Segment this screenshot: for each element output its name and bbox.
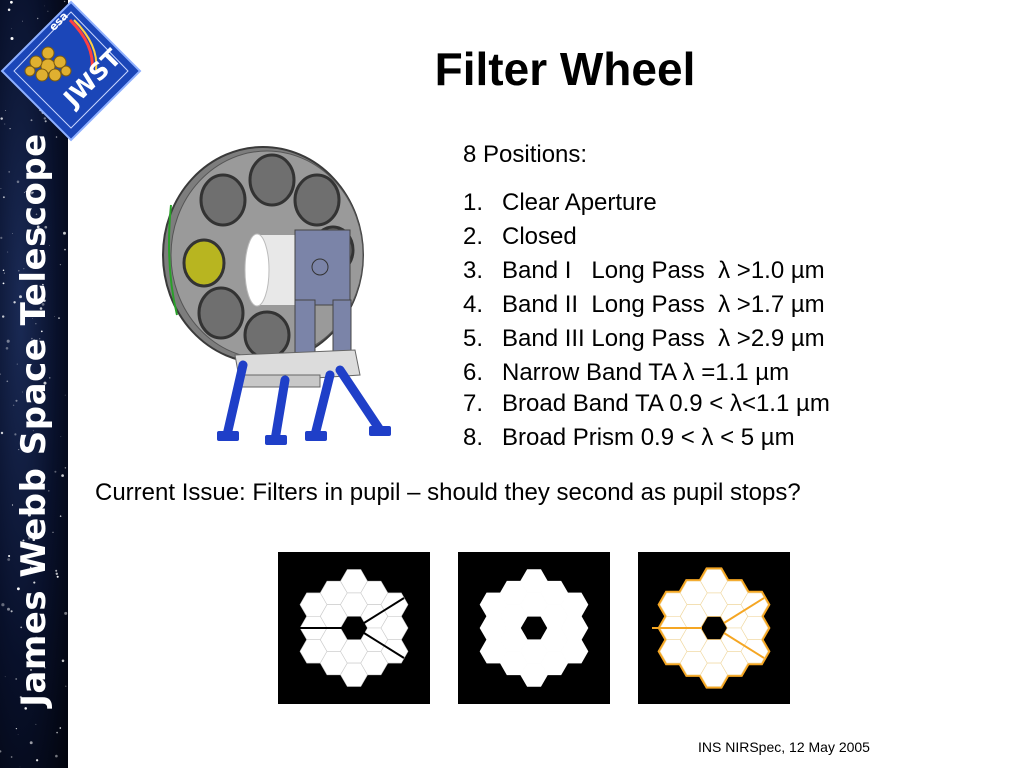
item-number: 5. — [463, 325, 484, 352]
list-item: 7. Broad Band TA 0.9 < λ<1.1 µm — [463, 387, 830, 421]
sidebar-banner: James Webb Space Telescope — [0, 0, 68, 768]
item-number: 8. — [463, 424, 484, 451]
item-number: 4. — [463, 291, 484, 318]
filter-gold-aperture — [182, 238, 226, 288]
positions-items: 1. Clear Aperture 2. Closed 3. Band I Long … — [463, 186, 830, 455]
item-number: 1. — [463, 189, 484, 216]
item-text: Clear Aperture — [502, 189, 657, 216]
list-item: 2. Closed — [463, 220, 830, 254]
pupil-solid-diagram — [458, 552, 610, 704]
slide-title: Filter Wheel — [434, 43, 696, 95]
starfield-background — [0, 0, 68, 768]
item-number: 2. — [463, 223, 484, 250]
item-number: 7. — [463, 390, 484, 417]
jwst-logo: esa JWST — [0, 0, 142, 142]
footer-text: INS NIRSpec, 12 May 2005 — [698, 739, 870, 755]
positions-heading: 8 Positions: — [463, 141, 588, 168]
positions-list: 8 Positions: 1. Clear Aperture 2. Closed 3… — [463, 138, 830, 455]
item-text: Broad Band TA 0.9 < λ<1.1 µm — [502, 390, 830, 417]
item-text: Closed — [502, 223, 577, 250]
item-text: Broad Prism 0.9 < λ < 5 µm — [502, 424, 795, 451]
item-text: Band I Long Pass λ >1.0 µm — [502, 257, 825, 284]
item-number: 6. — [463, 359, 484, 386]
filter-wheel-illustration — [162, 146, 391, 445]
current-issue-text: Current Issue: Filters in pupil – should… — [95, 479, 801, 506]
list-item: 3. Band I Long Pass λ >1.0 µm — [463, 254, 830, 288]
item-text: Band II Long Pass λ >1.7 µm — [502, 291, 825, 318]
item-number: 3. — [463, 257, 484, 284]
list-item: 6. Narrow Band TA λ =1.1 µm — [463, 356, 830, 387]
list-item: 5. Band III Long Pass λ >2.9 µm — [463, 322, 830, 356]
pupil-overlay-diagram — [638, 552, 790, 704]
list-item: 1. Clear Aperture — [463, 186, 830, 220]
pupil-segmented-diagram — [278, 552, 430, 704]
jwst-logo-graphic — [0, 0, 142, 142]
item-text: Narrow Band TA λ =1.1 µm — [502, 359, 790, 386]
list-item: 8. Broad Prism 0.9 < λ < 5 µm — [463, 421, 830, 455]
item-text: Band III Long Pass λ >2.9 µm — [502, 325, 825, 352]
list-item: 4. Band II Long Pass λ >1.7 µm — [463, 288, 830, 322]
sidebar-title: James Webb Space Telescope — [14, 133, 54, 707]
